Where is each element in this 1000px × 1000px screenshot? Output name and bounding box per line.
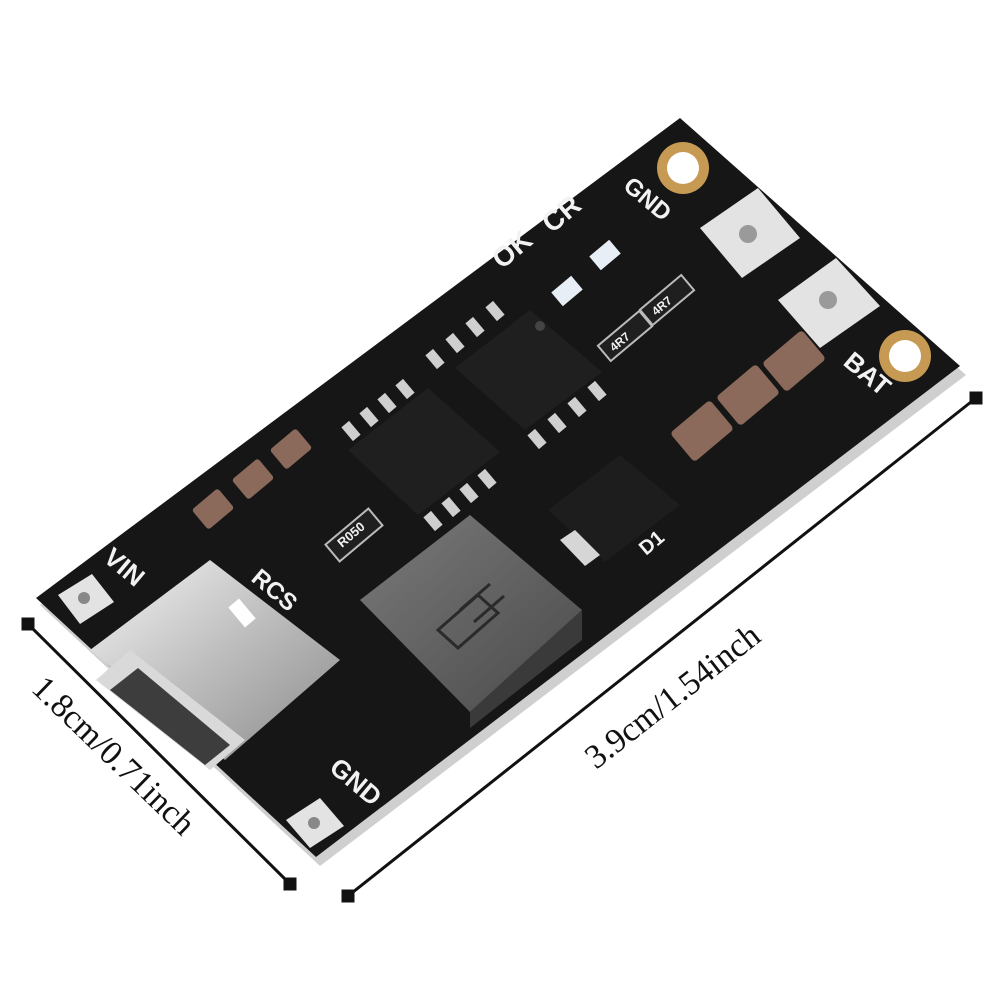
gnd-solder-pad-bottom xyxy=(286,798,344,848)
capacitor xyxy=(232,459,274,499)
mounting-hole xyxy=(879,330,931,382)
capacitor xyxy=(717,365,779,425)
capacitor xyxy=(763,331,825,391)
pcb-board xyxy=(36,118,966,866)
usb-c-port xyxy=(90,560,340,770)
resistor xyxy=(638,273,696,327)
led-cr xyxy=(589,239,621,271)
bat-solder-pad xyxy=(778,258,880,348)
resistor xyxy=(596,309,654,363)
current-sense-resistor xyxy=(324,507,384,563)
capacitor xyxy=(671,401,733,461)
chip-ic-1 xyxy=(341,378,500,532)
capacitor xyxy=(270,429,312,469)
gnd-solder-pad-top xyxy=(700,188,800,278)
inductor xyxy=(360,515,582,728)
vin-solder-pad xyxy=(58,574,114,624)
chip-ic-2 xyxy=(425,300,607,450)
led-ok xyxy=(551,275,583,307)
width-dimension-arrow xyxy=(21,617,297,891)
length-dimension-arrow xyxy=(341,391,983,903)
diode-d1 xyxy=(548,455,680,566)
capacitor xyxy=(192,489,234,529)
mounting-hole xyxy=(657,142,709,194)
